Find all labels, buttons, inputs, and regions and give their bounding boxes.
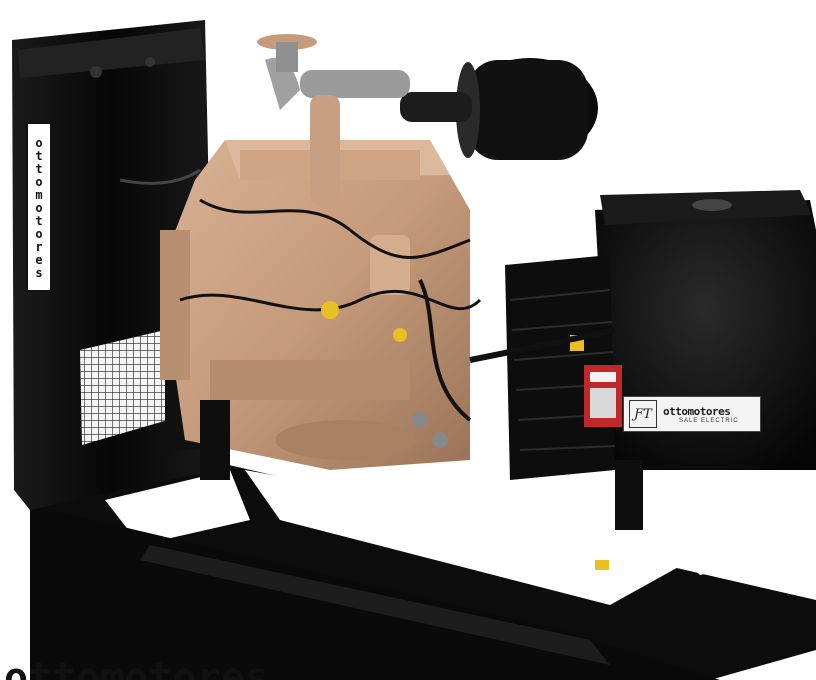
nameplate-subtitle: SALE ELECTRIC (679, 417, 739, 424)
radiator-brand-text: ottomotores (32, 135, 46, 279)
bottom-brand-wordmark: ottomotores (0, 660, 300, 680)
ft-logo-icon: ƑT (629, 400, 657, 428)
alternator (505, 190, 816, 480)
radiator-grille (80, 330, 168, 445)
engine-block (160, 95, 616, 470)
base-skid (30, 440, 816, 680)
intake-pipe (300, 70, 410, 98)
alternator-nameplate: ƑT ottomotores SALE ELECTRIC (623, 396, 761, 432)
base-tag (595, 560, 609, 570)
nameplate-brand: ottomotores (663, 404, 731, 418)
engine-mount (200, 400, 230, 480)
bottom-brand-text: ottomotores (4, 660, 269, 680)
fuel-filter (370, 235, 410, 295)
alternator-mount (615, 460, 643, 530)
air-intake (257, 34, 598, 160)
radiator-brand-decal: ottomotores (26, 122, 52, 292)
